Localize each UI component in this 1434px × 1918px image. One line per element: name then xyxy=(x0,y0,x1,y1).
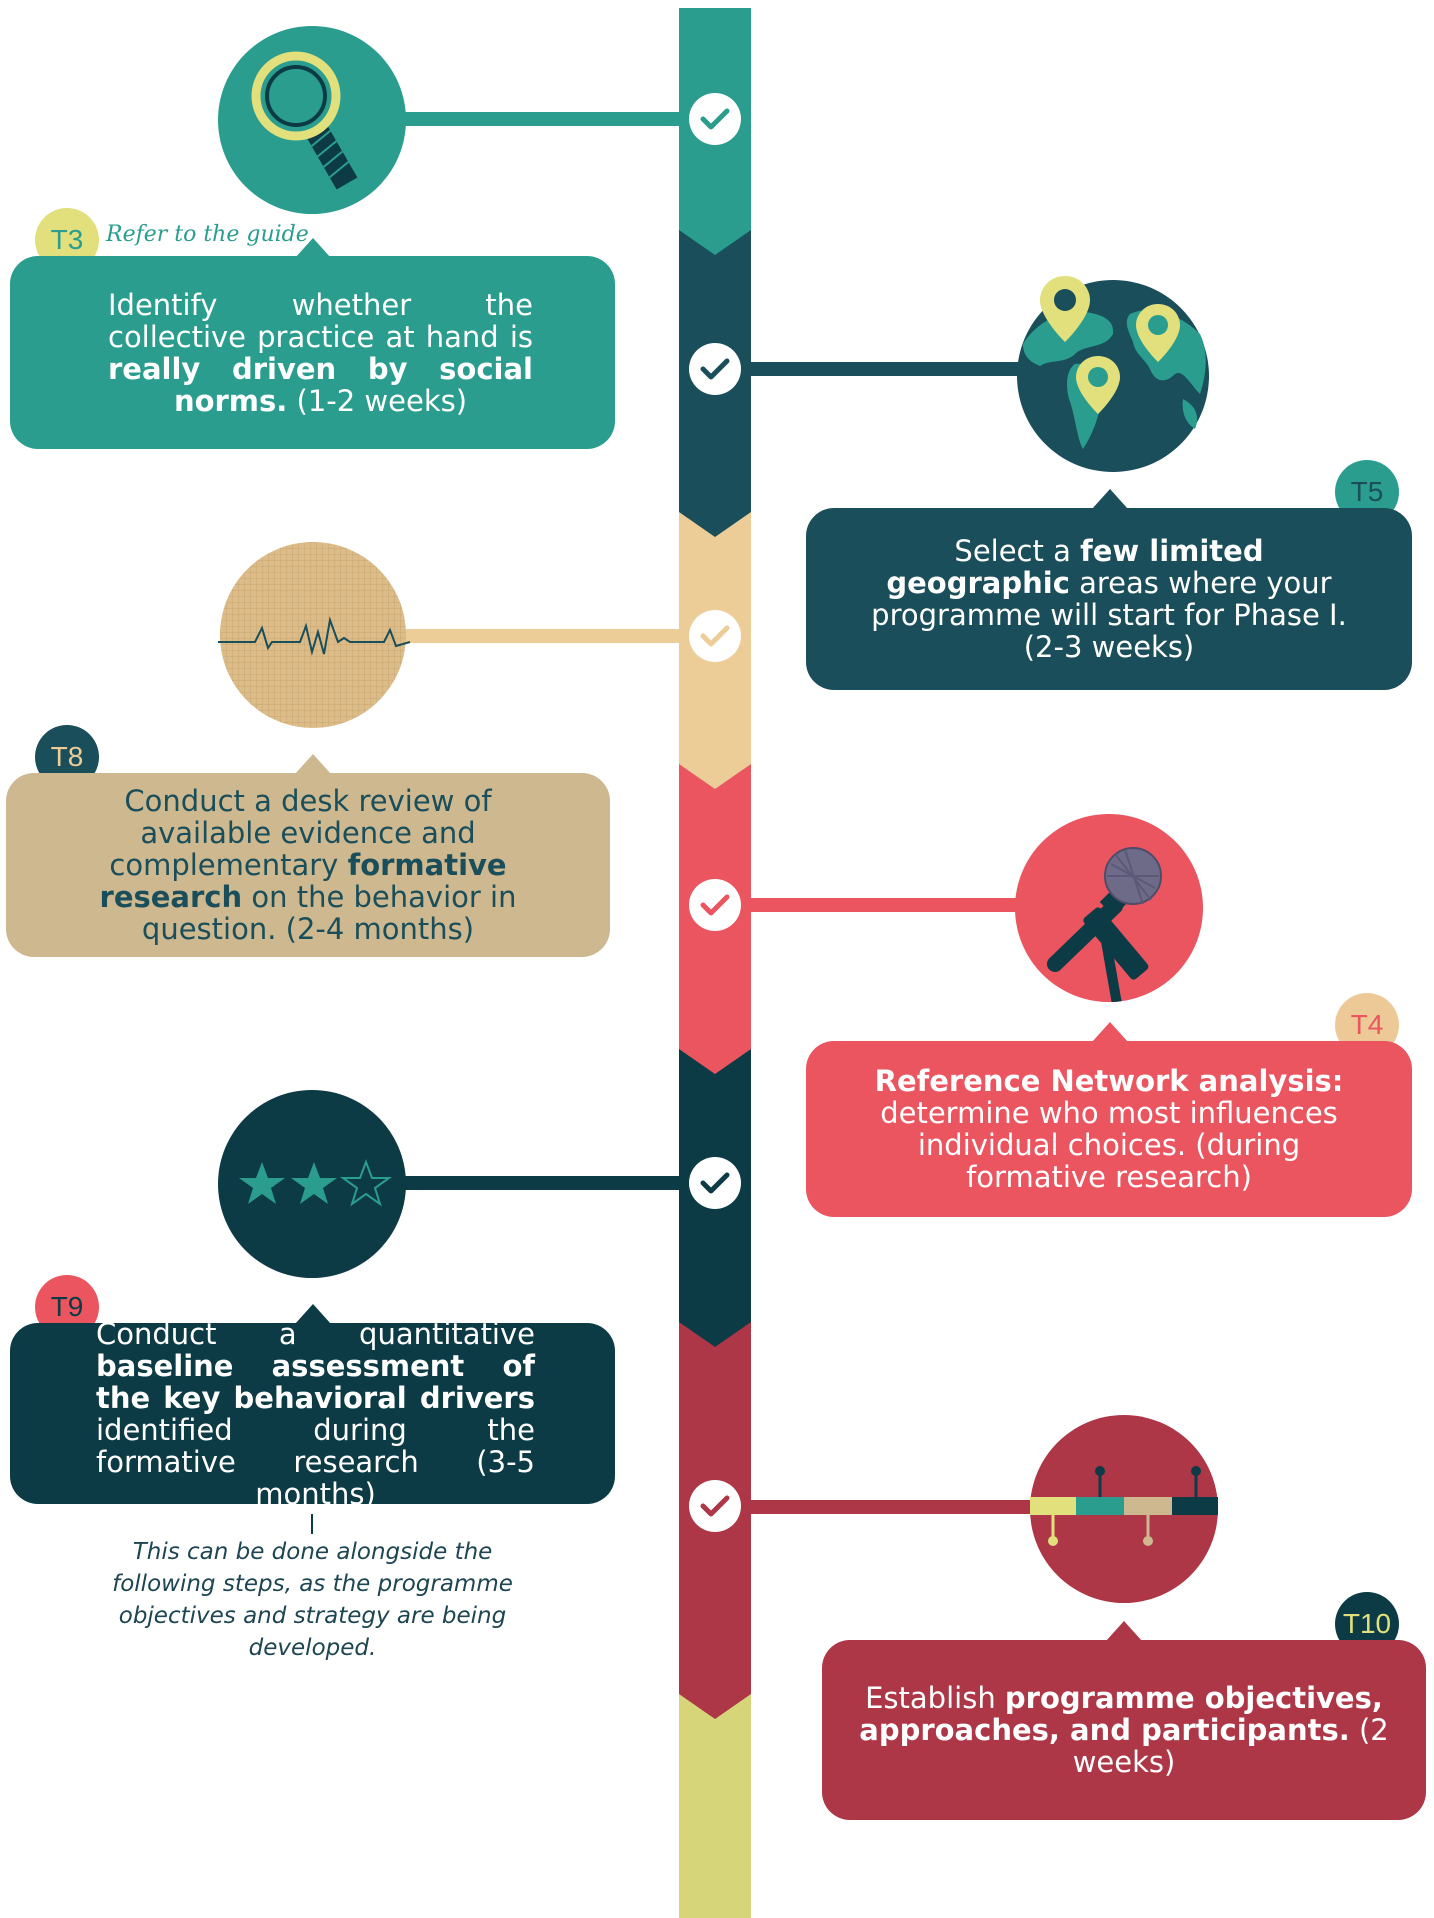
check-icon-t9 xyxy=(689,1157,741,1209)
callout-pointer-t3 xyxy=(295,238,331,258)
check-icon-t4 xyxy=(689,879,741,931)
callout-pointer-t9 xyxy=(295,1304,331,1324)
callout-pointer-t10 xyxy=(1106,1621,1142,1641)
connector-t9 xyxy=(400,1176,700,1190)
check-icon-t5 xyxy=(689,343,741,395)
microphone-icon xyxy=(1015,814,1203,1002)
refer-to-guide-link[interactable]: Refer to the guide xyxy=(106,222,309,247)
step-text-t9: Conduct a quantitative baseline assessme… xyxy=(96,1316,535,1511)
step-card-t3: Identify whether the collective practice… xyxy=(10,256,615,449)
spine-chevrons xyxy=(679,230,751,1719)
step-text-t4: Reference Network analysis: determine wh… xyxy=(874,1064,1344,1194)
connector-t10 xyxy=(730,1500,1050,1514)
connector-t8 xyxy=(400,629,700,643)
step-text-t10: Establish programme objectives, approach… xyxy=(859,1681,1389,1779)
step-note-t9: This can be done alongside the following… xyxy=(112,1539,513,1661)
step-card-t8: Conduct a desk review of available evide… xyxy=(6,773,610,957)
step-card-t9: Conduct a quantitative baseline assessme… xyxy=(10,1318,615,1510)
callout-pointer-t4 xyxy=(1092,1022,1128,1042)
step-text-t5: Select a few limited geographic areas wh… xyxy=(871,534,1347,664)
check-icon-t10 xyxy=(689,1480,741,1532)
connector-t4 xyxy=(730,898,1030,912)
pulse-chart-icon xyxy=(218,542,411,728)
note-divider xyxy=(311,1514,313,1534)
spine-segment-7 xyxy=(679,1694,751,1918)
step-text-t8: Conduct a desk review of available evide… xyxy=(99,784,517,946)
star-rating-icon xyxy=(218,1090,406,1278)
step-card-t5: Select a few limited geographic areas wh… xyxy=(806,508,1412,690)
callout-pointer-t8 xyxy=(295,754,331,774)
check-icon-t3 xyxy=(689,93,741,145)
check-icon-t8 xyxy=(689,610,741,662)
connector-t5 xyxy=(730,362,1030,376)
connector-t3 xyxy=(400,112,700,126)
step-card-t4: Reference Network analysis: determine wh… xyxy=(806,1041,1412,1217)
step-card-t10: Establish programme objectives, approach… xyxy=(822,1640,1426,1820)
timeline-icon xyxy=(1030,1415,1218,1603)
step-text-t3: Identify whether the collective practice… xyxy=(108,287,533,418)
magnifying-glass-icon xyxy=(218,26,406,214)
star-rating xyxy=(239,1159,393,1207)
globe-map-pins-icon xyxy=(1017,276,1211,472)
callout-pointer-t5 xyxy=(1092,489,1128,509)
